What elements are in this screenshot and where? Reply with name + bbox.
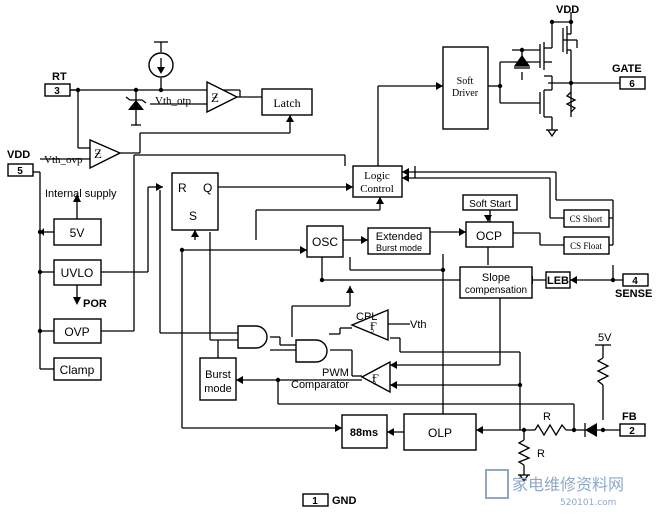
resistor-r1-label: R xyxy=(543,411,551,423)
fb-pin-box xyxy=(619,423,646,437)
resistor-r2-label: R xyxy=(537,448,545,460)
pwm-comparator-icon xyxy=(360,360,391,394)
internal-supply-label: Internal supply xyxy=(45,188,117,200)
logic-label-2: Control xyxy=(360,183,394,195)
rt-pin-box xyxy=(44,83,71,97)
ocp-label: OCP xyxy=(476,229,502,243)
gnd-pin-label: GND xyxy=(332,495,357,507)
output-mosfets-icon xyxy=(513,26,577,118)
zener-diode-icon xyxy=(125,96,147,110)
gate-pin-number: 6 xyxy=(629,79,635,90)
ovp-block xyxy=(53,318,102,344)
vth-otp-label: Vth_otp xyxy=(155,95,192,107)
resistor-r1-icon xyxy=(534,423,567,437)
vdd-pin-number: 5 xyxy=(17,166,23,177)
cs-short-block xyxy=(563,209,610,228)
logic-label-1: Logic xyxy=(364,170,390,182)
watermark-site: 家电维修资料网 xyxy=(512,475,624,494)
leb-label: LEB xyxy=(547,275,569,287)
burst-mode-block xyxy=(199,357,237,401)
sense-pin-number: 4 xyxy=(632,276,638,287)
regulator-5v-block xyxy=(53,218,102,246)
cpl-comparator-icon xyxy=(350,308,389,342)
soft-driver-label-1: Soft xyxy=(457,76,474,87)
vdd-pin-label: VDD xyxy=(7,149,30,161)
sense-pin-label: SENSE xyxy=(615,288,652,300)
soft-start-label: Soft Start xyxy=(469,199,511,210)
watermark-url: 520101.com xyxy=(560,498,616,508)
extended-label-2: Burst mode xyxy=(376,243,422,253)
ground-icon xyxy=(518,129,558,483)
fb-pin-label: FB xyxy=(622,411,637,423)
current-source-icon xyxy=(148,52,174,78)
cs-float-label: CS Float xyxy=(570,241,602,251)
slope-label-1: Slope xyxy=(482,272,510,284)
vth-label: Vth xyxy=(410,319,427,331)
extended-burst-block xyxy=(367,227,431,255)
fb-pin-number: 2 xyxy=(629,426,635,437)
rt-pin-label: RT xyxy=(52,71,67,83)
osc-label: OSC xyxy=(312,235,338,249)
ff-s-label: S xyxy=(189,209,197,223)
and-gate-2-icon xyxy=(295,339,328,363)
vth-ovp-label: Vth_ovp xyxy=(44,154,83,166)
gate-pin-label: GATE xyxy=(612,63,642,75)
gnd-pin-box xyxy=(302,493,329,507)
clamp-block xyxy=(53,357,102,381)
cs-float-block xyxy=(563,236,610,255)
fb-diode-icon xyxy=(584,423,597,437)
cpl-symbol: Ӻ xyxy=(370,319,377,333)
ovp-label: OVP xyxy=(64,325,89,339)
pwm-symbol: Ӻ xyxy=(372,371,379,385)
cs-short-label: CS Short xyxy=(570,214,603,224)
leb-block xyxy=(545,271,571,289)
latch-label: Latch xyxy=(273,96,300,110)
ocp-block xyxy=(465,221,514,248)
resistor-r2-icon xyxy=(517,439,531,466)
olp-block xyxy=(403,413,477,451)
gate-pin-box xyxy=(619,76,646,90)
por-label: POR xyxy=(83,298,107,310)
uvlo-block xyxy=(53,259,102,286)
regulator-5v-label: 5V xyxy=(70,226,85,240)
ff-r-label: R xyxy=(178,181,187,195)
resistor-5v-icon xyxy=(596,357,610,386)
comparator-label: Comparator xyxy=(291,379,349,391)
timer-88ms-block xyxy=(341,414,388,449)
latch-block xyxy=(261,88,313,116)
logic-control-block xyxy=(352,165,403,198)
rt-pin-number: 3 xyxy=(54,86,60,97)
junction-dots xyxy=(37,19,616,433)
timer-88ms-label: 88ms xyxy=(350,427,378,439)
slope-compensation-block xyxy=(459,266,533,299)
cpl-label: CPL xyxy=(356,311,377,323)
hysteresis-icon-2: Ƶ xyxy=(94,146,102,161)
burst-label-2: mode xyxy=(204,383,232,395)
otp-comparator-icon xyxy=(206,80,239,114)
hysteresis-icon-1: Ƶ xyxy=(211,90,219,105)
pwm-label: PWM xyxy=(322,367,349,379)
supply-5v-label: 5V xyxy=(598,332,612,344)
vdd-top-label: VDD xyxy=(556,4,579,16)
clamp-label: Clamp xyxy=(60,363,95,377)
gnd-pin-number: 1 xyxy=(312,496,318,507)
ff-q-label: Q xyxy=(203,181,212,195)
burst-label-1: Burst xyxy=(205,369,231,381)
uvlo-label: UVLO xyxy=(61,266,94,280)
sense-pin-box xyxy=(622,273,649,287)
vdd-pin-box xyxy=(7,163,34,177)
rs-flipflop-block xyxy=(171,172,219,231)
soft-driver-label-2: Driver xyxy=(452,88,479,99)
osc-block xyxy=(306,225,344,258)
olp-label: OLP xyxy=(428,426,452,440)
soft-driver-block xyxy=(442,46,489,130)
slope-label-2: compensation xyxy=(465,285,527,296)
ovp-comparator-icon xyxy=(89,138,122,170)
watermark: 家电维修资料网 520101.com xyxy=(485,469,624,508)
and-gate-1-icon xyxy=(237,325,268,349)
soft-start-block xyxy=(462,194,518,211)
extended-label-1: Extended xyxy=(376,231,422,243)
